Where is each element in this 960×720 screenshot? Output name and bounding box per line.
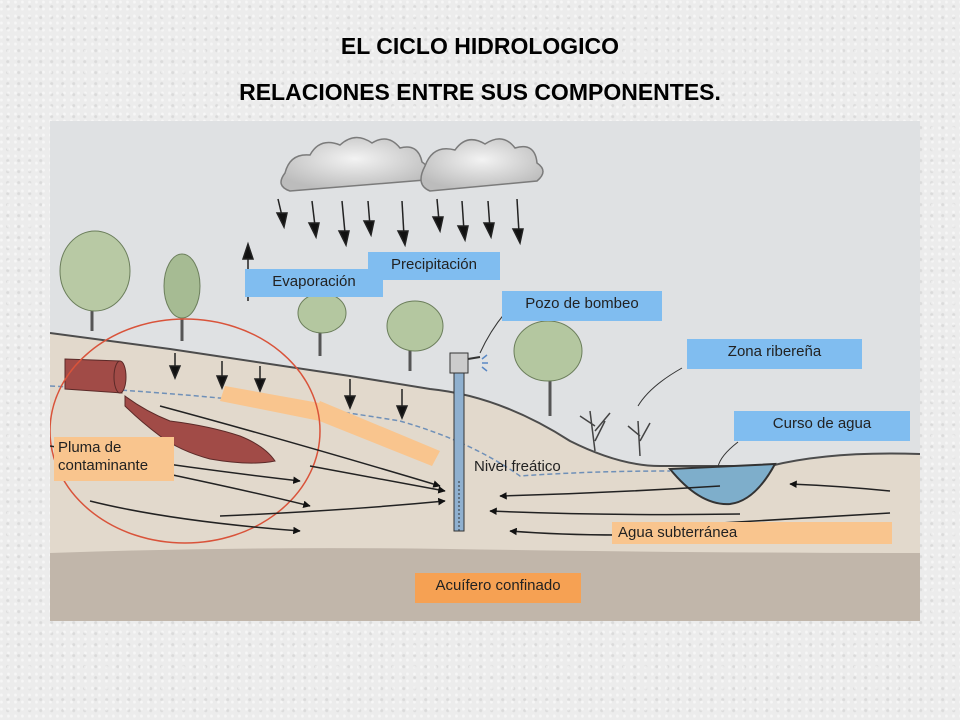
label-water-course: Curso de agua	[734, 411, 910, 441]
label-riparian-zone: Zona ribereña	[687, 339, 862, 369]
pumping-well	[449, 352, 488, 532]
label-pumping-well: Pozo de bombeo	[502, 291, 662, 321]
recharge-bars	[220, 386, 440, 466]
clouds	[280, 136, 544, 192]
water-table	[50, 385, 671, 477]
diagram-panel: Evaporación Precipitación Pozo de bombeo…	[50, 121, 920, 621]
infiltration-arrows	[168, 353, 409, 420]
label-confined-aquifer: Acuífero confinado	[415, 573, 581, 603]
label-water-table: Nivel freático	[474, 458, 561, 475]
contamination-circle	[50, 318, 321, 544]
label-groundwater: Agua subterránea	[612, 522, 892, 544]
title-line-1: EL CICLO HIDROLOGICO	[340, 33, 620, 59]
rain-arrows	[275, 198, 524, 248]
contaminant-plume	[64, 358, 276, 464]
label-precipitation: Precipitación	[368, 252, 500, 280]
label-evaporation: Evaporación	[245, 269, 383, 297]
hydrologic-cycle-diagram	[50, 121, 920, 621]
ground-line	[50, 332, 920, 467]
title-line-2: RELACIONES ENTRE SUS COMPONENTES.	[239, 79, 721, 105]
